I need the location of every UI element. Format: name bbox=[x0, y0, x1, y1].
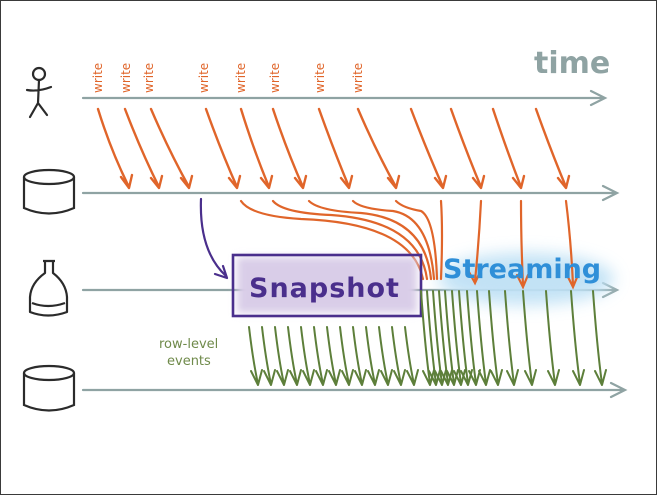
svg-text:events: events bbox=[167, 354, 211, 369]
write-label: write bbox=[234, 63, 248, 93]
write-arrow bbox=[123, 107, 164, 190]
event-arrow bbox=[248, 326, 263, 386]
write-label: write bbox=[313, 63, 327, 93]
event-arrow bbox=[261, 326, 276, 386]
write-arrow bbox=[491, 107, 526, 190]
event-arrow bbox=[504, 290, 519, 386]
event-arrow bbox=[570, 290, 585, 386]
row-level-events-label: row-level events bbox=[159, 337, 218, 369]
snapshot-arrow bbox=[199, 197, 229, 280]
snapshot-box-fill bbox=[237, 257, 417, 313]
event-arrow bbox=[339, 326, 354, 386]
write-label: write bbox=[197, 63, 211, 93]
write-arrow bbox=[204, 107, 242, 190]
event-arrow bbox=[313, 326, 328, 386]
svg-text:row-level: row-level bbox=[159, 337, 218, 352]
replication-arrow bbox=[439, 199, 444, 281]
time-label: time bbox=[534, 46, 610, 81]
write-label: write bbox=[119, 63, 133, 93]
write-arrow bbox=[149, 107, 194, 190]
event-arrow bbox=[274, 326, 289, 386]
write-label: write bbox=[91, 63, 105, 93]
event-arrow bbox=[438, 290, 453, 386]
replication-arrow bbox=[351, 199, 436, 281]
write-label: write bbox=[142, 63, 156, 93]
event-arrows bbox=[248, 290, 607, 386]
event-arrow bbox=[522, 290, 537, 386]
event-arrow bbox=[326, 326, 341, 386]
person-icon bbox=[25, 66, 53, 119]
bottle-icon bbox=[28, 259, 69, 317]
timeline-source-db bbox=[81, 184, 620, 202]
event-arrow bbox=[352, 326, 367, 386]
write-labels: write write write write write write writ… bbox=[91, 63, 365, 93]
replication-arrow bbox=[271, 199, 429, 281]
write-arrow bbox=[317, 107, 354, 190]
write-arrow bbox=[239, 107, 274, 190]
event-arrow bbox=[426, 290, 441, 386]
replication-arrow bbox=[467, 199, 483, 286]
database-icon bbox=[22, 364, 76, 412]
event-arrow bbox=[300, 326, 315, 386]
streaming-label: Streaming bbox=[443, 254, 601, 285]
write-arrow bbox=[534, 107, 571, 190]
event-arrow bbox=[287, 326, 302, 386]
write-arrow bbox=[449, 107, 486, 190]
event-arrow bbox=[488, 290, 503, 386]
snapshot-label: Snapshot bbox=[249, 273, 400, 304]
event-arrow bbox=[378, 326, 393, 386]
event-arrow bbox=[365, 326, 380, 386]
write-arrow bbox=[271, 107, 308, 190]
event-arrow bbox=[476, 290, 491, 386]
timeline-person bbox=[81, 89, 608, 107]
timeline-target-db bbox=[81, 381, 628, 399]
write-arrow bbox=[409, 107, 448, 190]
snapshot-box bbox=[231, 253, 423, 318]
replication-arrow bbox=[394, 199, 439, 281]
event-arrow bbox=[466, 290, 481, 386]
database-icon bbox=[22, 168, 76, 215]
event-arrow bbox=[391, 326, 406, 386]
replication-arrow bbox=[307, 199, 433, 281]
write-arrow bbox=[356, 107, 401, 190]
replication-arrow bbox=[564, 199, 580, 290]
event-arrow bbox=[592, 290, 607, 386]
write-label: write bbox=[351, 63, 365, 93]
write-arrows bbox=[96, 107, 571, 190]
event-arrow bbox=[420, 290, 435, 386]
write-arrow bbox=[96, 107, 134, 190]
event-arrow bbox=[404, 326, 419, 386]
event-arrow bbox=[545, 290, 560, 386]
replication-arrow bbox=[515, 199, 530, 290]
event-arrow bbox=[432, 290, 447, 386]
write-label: write bbox=[268, 63, 282, 93]
